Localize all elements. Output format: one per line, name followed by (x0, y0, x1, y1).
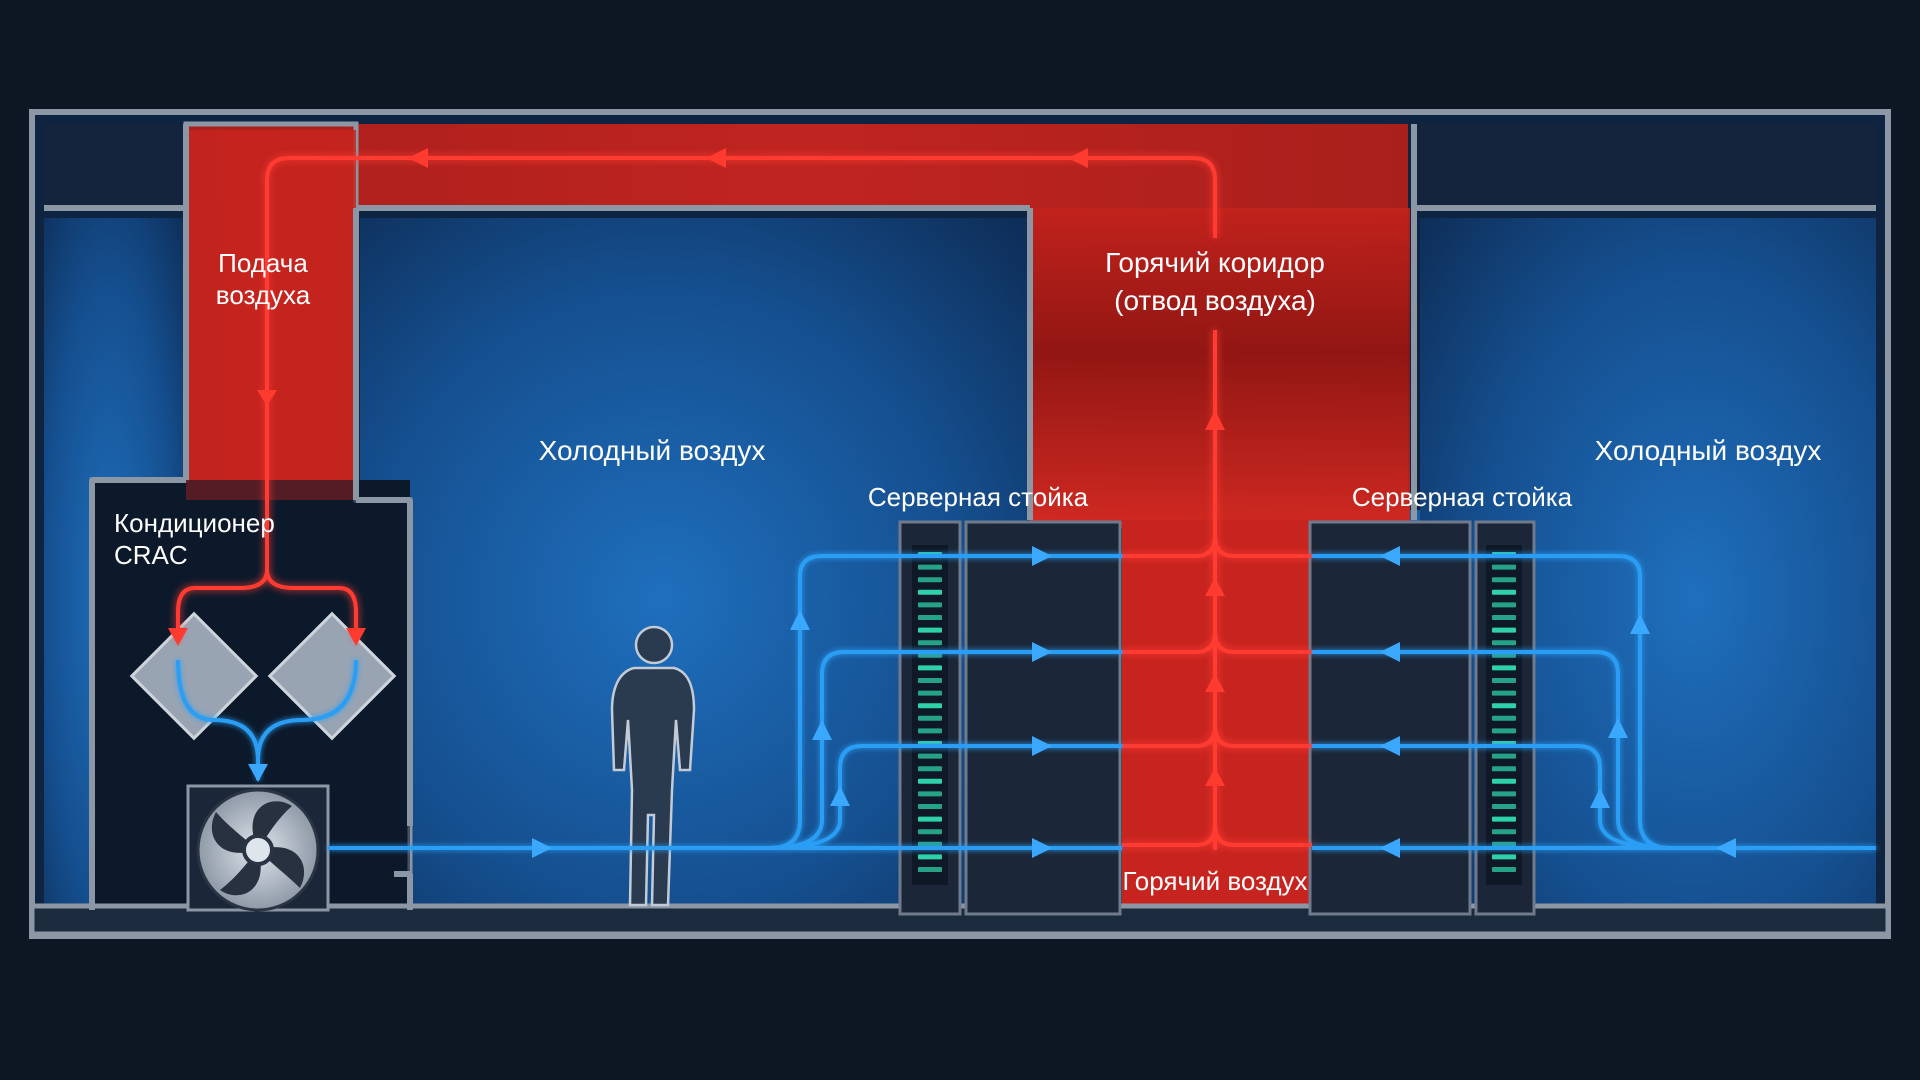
rack-led (1492, 690, 1516, 696)
rack-led (1492, 753, 1516, 759)
rack-led (918, 564, 942, 570)
rack-led (918, 867, 942, 872)
rack-led (918, 652, 942, 658)
rack-led (1492, 804, 1516, 809)
hot-aisle-label-2: (отвод воздуха) (1114, 285, 1316, 316)
cold-air-right-label: Холодный воздух (1595, 435, 1822, 466)
rack-led (1492, 778, 1516, 784)
rack-led (918, 715, 942, 721)
crac-label: Кондиционер (114, 508, 275, 538)
hot-flow-arrows (168, 148, 1225, 786)
hot-aisle-upper (1030, 208, 1410, 528)
server-rack-right-label: Серверная стойка (1352, 482, 1573, 512)
crac-label-2: CRAC (114, 540, 188, 570)
rack-led (1492, 564, 1516, 570)
rack-led (918, 615, 942, 620)
rack-led (1492, 589, 1516, 595)
rack-led (918, 854, 942, 860)
server-rack-left-label: Серверная стойка (868, 482, 1089, 512)
rack-led (1492, 703, 1516, 709)
rack-led (1492, 728, 1516, 734)
rack-led (918, 602, 942, 608)
rack-led (1492, 577, 1516, 583)
rack-led (918, 791, 942, 797)
rack-led (1492, 652, 1516, 658)
rack-led (918, 577, 942, 583)
cooling-coil-icon (129, 611, 397, 741)
server-rack-icon (1308, 520, 1536, 916)
rack-led (1492, 854, 1516, 860)
rack-led (918, 804, 942, 809)
rack-led (1492, 766, 1516, 772)
rack-led (918, 766, 942, 772)
cold-flow-arrows (248, 546, 1736, 858)
rack-led (1492, 816, 1516, 822)
fan-icon (186, 784, 330, 912)
cold-air-left-label: Холодный воздух (539, 435, 766, 466)
rack-led (918, 778, 942, 784)
rack-led (1492, 627, 1516, 633)
rack-led (918, 829, 942, 835)
rack-led (1492, 640, 1516, 646)
supply-air-label-2: воздуха (216, 280, 311, 310)
rack-led (918, 841, 942, 847)
rack-led (1492, 602, 1516, 608)
rack-led (1492, 841, 1516, 847)
rack-led (1492, 665, 1516, 671)
rack-led (918, 678, 942, 683)
rack-led (918, 665, 942, 671)
person-icon (610, 625, 696, 907)
rack-led (1492, 615, 1516, 620)
hot-aisle-label: Горячий коридор (1105, 247, 1325, 278)
rack-led (918, 703, 942, 709)
rack-led (918, 690, 942, 696)
rack-led (918, 753, 942, 759)
rack-led (1492, 678, 1516, 683)
rack-led (918, 640, 942, 646)
rack-led (918, 728, 942, 734)
supply-air-label: Подача (218, 248, 308, 278)
hot-air-label: Горячий воздух (1122, 866, 1307, 896)
server-rack-icon (898, 520, 1122, 916)
rack-led (918, 589, 942, 595)
cold-airflow (176, 554, 1876, 850)
rack-led (1492, 867, 1516, 872)
rack-led (1492, 829, 1516, 835)
rack-led (918, 816, 942, 822)
rack-led (918, 627, 942, 633)
rack-led (1492, 791, 1516, 797)
rack-led (1492, 715, 1516, 721)
